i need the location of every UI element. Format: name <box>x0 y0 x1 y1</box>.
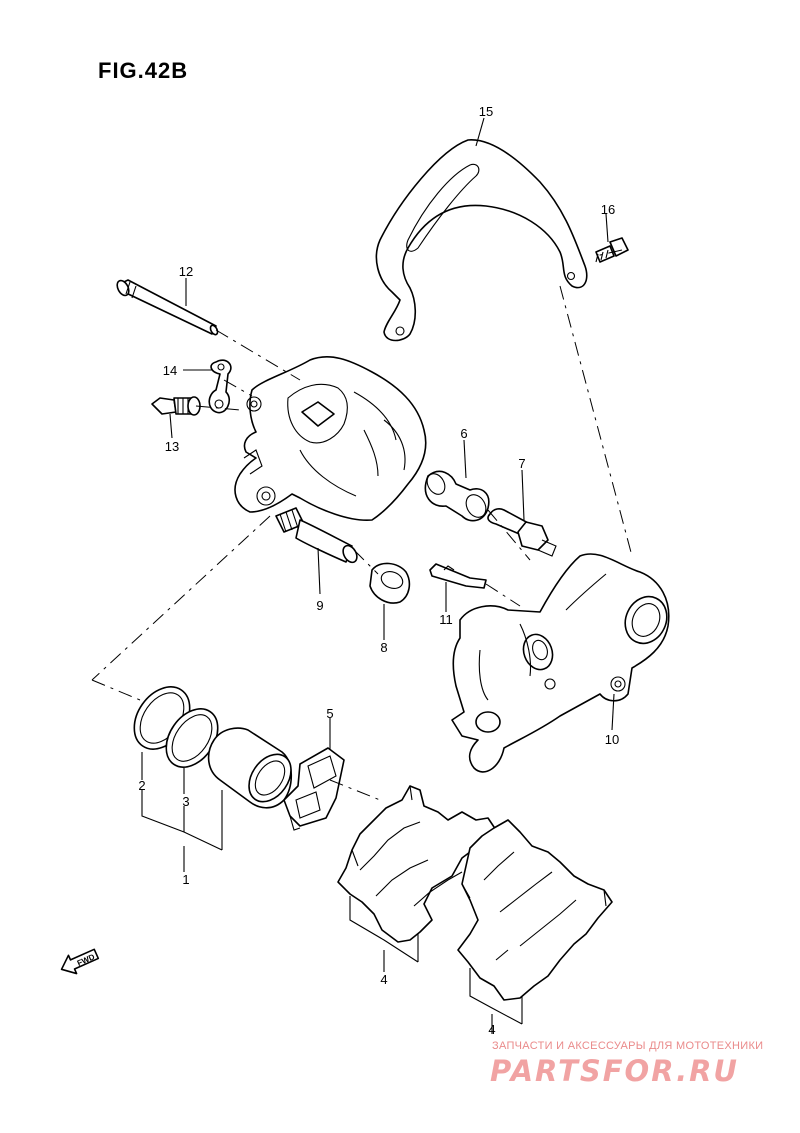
watermark-logo: PARTSFOR.RU <box>490 1054 739 1088</box>
callout-12: 12 <box>179 264 193 279</box>
watermark-tagline: ЗАПЧАСТИ И АКСЕССУАРЫ ДЛЯ МОТОТЕХНИКИ <box>492 1040 764 1052</box>
part-15-caliper-bracket-arm <box>375 139 588 342</box>
part-7-sleeve-bolt <box>487 508 557 557</box>
part-10-caliper-bracket <box>451 553 670 773</box>
callout-8: 8 <box>380 640 387 655</box>
assembly-guide-lines <box>91 249 633 801</box>
part-4-brake-pad-inner <box>337 785 497 943</box>
part-8-bushing <box>369 562 411 604</box>
leader-lines <box>141 117 615 1034</box>
part-16-bolt <box>595 237 629 263</box>
part-13-bleeder-valve <box>151 396 201 416</box>
part-5-pad-shim <box>283 747 345 831</box>
part-4-brake-pad-outer <box>457 819 613 1001</box>
callout-3: 3 <box>182 794 189 809</box>
callout-11: 11 <box>439 612 453 627</box>
fwd-arrow-icon: FWD <box>60 948 100 975</box>
callout-13: 13 <box>165 439 179 454</box>
callout-4-inner: 4 <box>380 972 387 987</box>
callout-5: 5 <box>326 706 333 721</box>
fwd-label: FWD <box>76 952 97 968</box>
callout-16: 16 <box>601 202 615 217</box>
callout-9: 9 <box>316 598 323 613</box>
part-14-retaining-clip <box>208 359 232 414</box>
figure-title: FIG.42B <box>98 58 189 83</box>
caliper-body <box>234 356 427 521</box>
callout-2: 2 <box>138 778 145 793</box>
callout-labels: 1 2 3 4 4 5 6 7 8 9 10 11 12 13 14 15 16 <box>138 104 619 1037</box>
callout-14: 14 <box>163 363 177 378</box>
callout-10: 10 <box>605 732 619 747</box>
callout-7: 7 <box>518 456 525 471</box>
callout-6: 6 <box>460 426 467 441</box>
part-12-caliper-pin <box>116 279 219 336</box>
part-6-pin-boot <box>424 470 490 522</box>
part-11-pad-spring <box>429 563 487 589</box>
callout-15: 15 <box>479 104 493 119</box>
callout-4-outer: 4 <box>488 1022 495 1037</box>
part-9-slide-pin <box>275 507 358 564</box>
callout-1: 1 <box>182 872 189 887</box>
